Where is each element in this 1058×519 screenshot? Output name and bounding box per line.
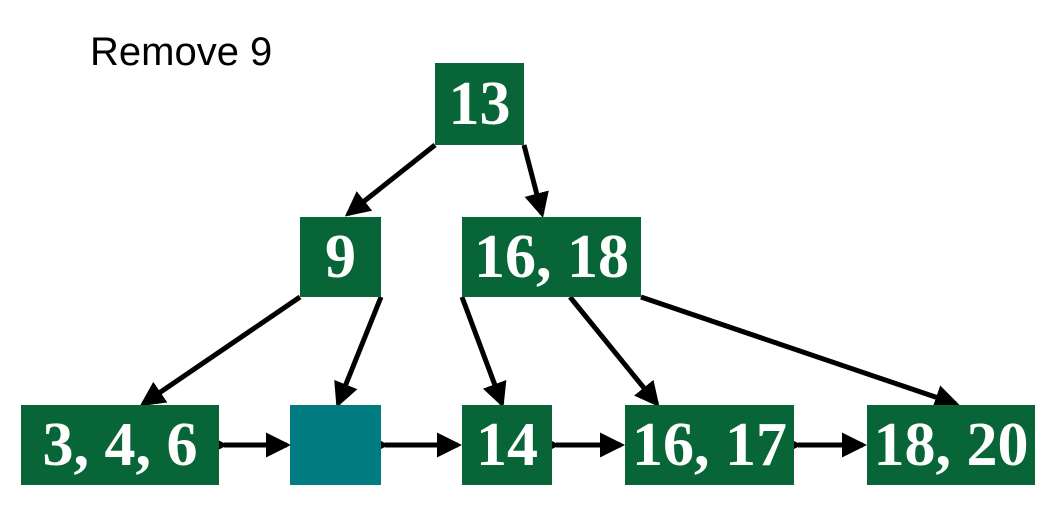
edge-node-9-to-empty-leaf xyxy=(334,296,384,408)
diagram-caption: Remove 9 xyxy=(90,30,273,74)
edge-node-16-18-to-leaf-16-17 xyxy=(568,295,660,408)
leaf-node-3-4-6: 3, 4, 6 xyxy=(21,405,219,485)
leaf-node-18-20: 18, 20 xyxy=(867,405,1035,485)
edge-node-9-to-leaf-3-4-6 xyxy=(139,294,302,407)
edge-node-16-18-to-leaf-14 xyxy=(459,296,507,408)
internal-node-9: 9 xyxy=(300,217,381,297)
leaf-node-empty xyxy=(290,405,381,485)
leaf-node-16-17: 16, 17 xyxy=(625,405,794,485)
edge-root-to-node-16-18 xyxy=(521,144,549,218)
edge-node-16-18-to-leaf-18-20 xyxy=(640,294,960,410)
root-node: 13 xyxy=(435,63,524,145)
internal-node-16-18: 16, 18 xyxy=(462,217,641,297)
leaf-node-14: 14 xyxy=(462,405,552,485)
edge-root-to-node-9 xyxy=(344,143,437,217)
